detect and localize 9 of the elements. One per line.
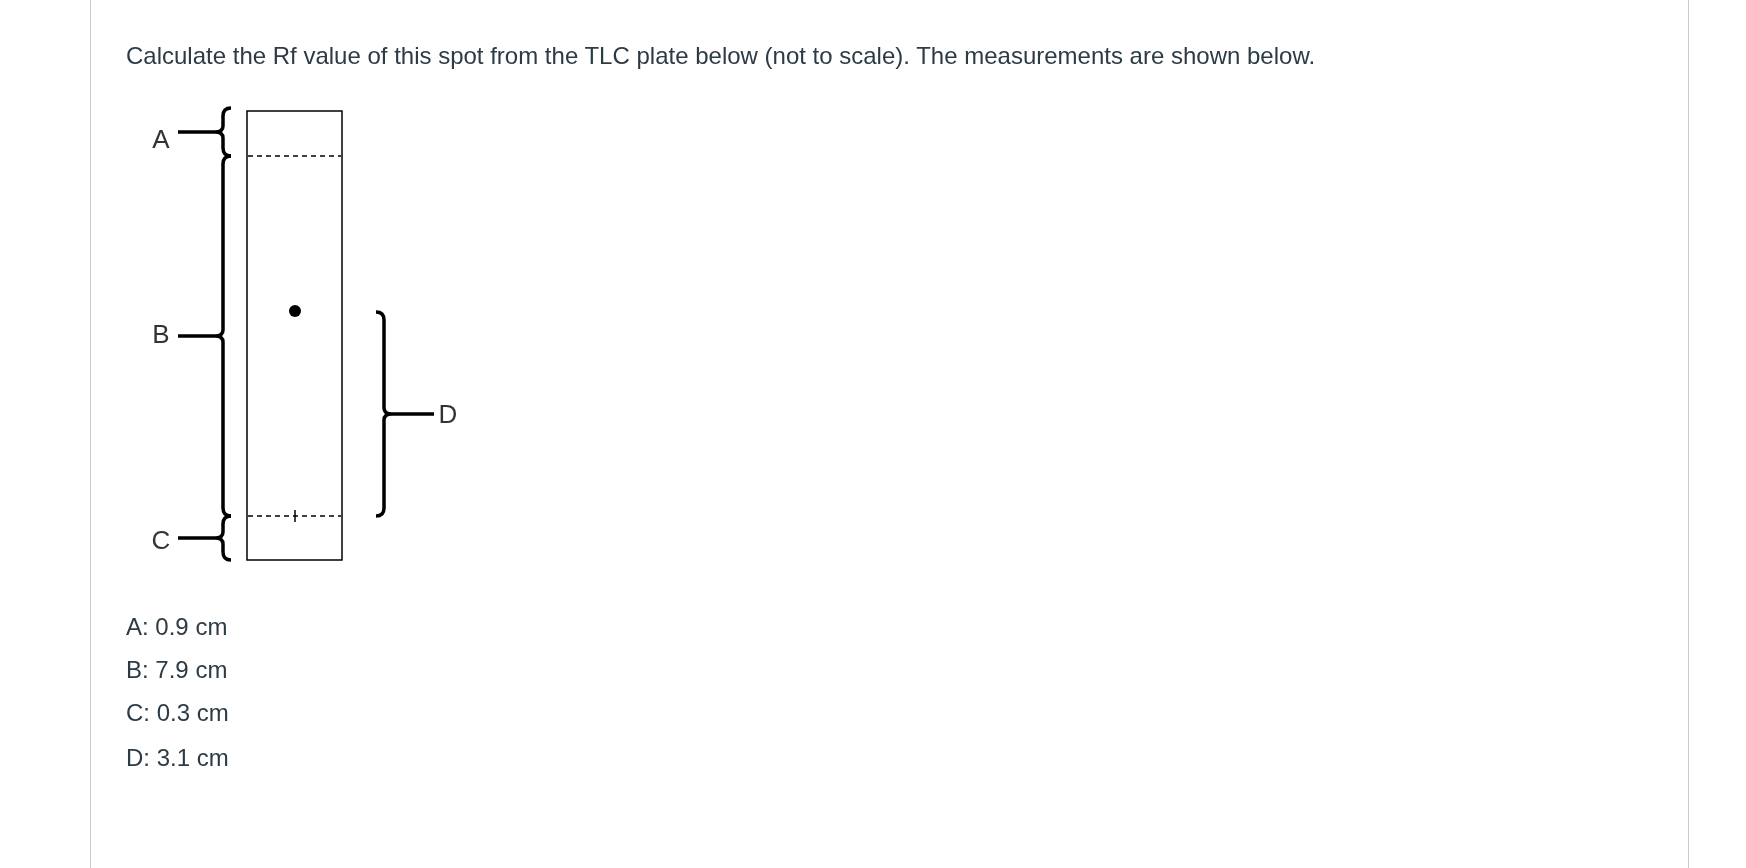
dimension-letter: B (152, 320, 170, 348)
measurement-text: D: 3.1 cm (126, 744, 229, 772)
dimension-letter: A (152, 125, 170, 153)
measurement-text: B: 7.9 cm (126, 656, 228, 684)
question-text: Calculate the Rf value of this spot from the TLC plate below (not to scale). The measurements are shown below. (126, 42, 1316, 70)
measurement-text: A: 0.9 cm (126, 613, 228, 641)
dimension-letter: C (151, 526, 171, 554)
measurement-text: C: 0.3 cm (126, 699, 229, 727)
dimension-letter: D (438, 400, 458, 428)
